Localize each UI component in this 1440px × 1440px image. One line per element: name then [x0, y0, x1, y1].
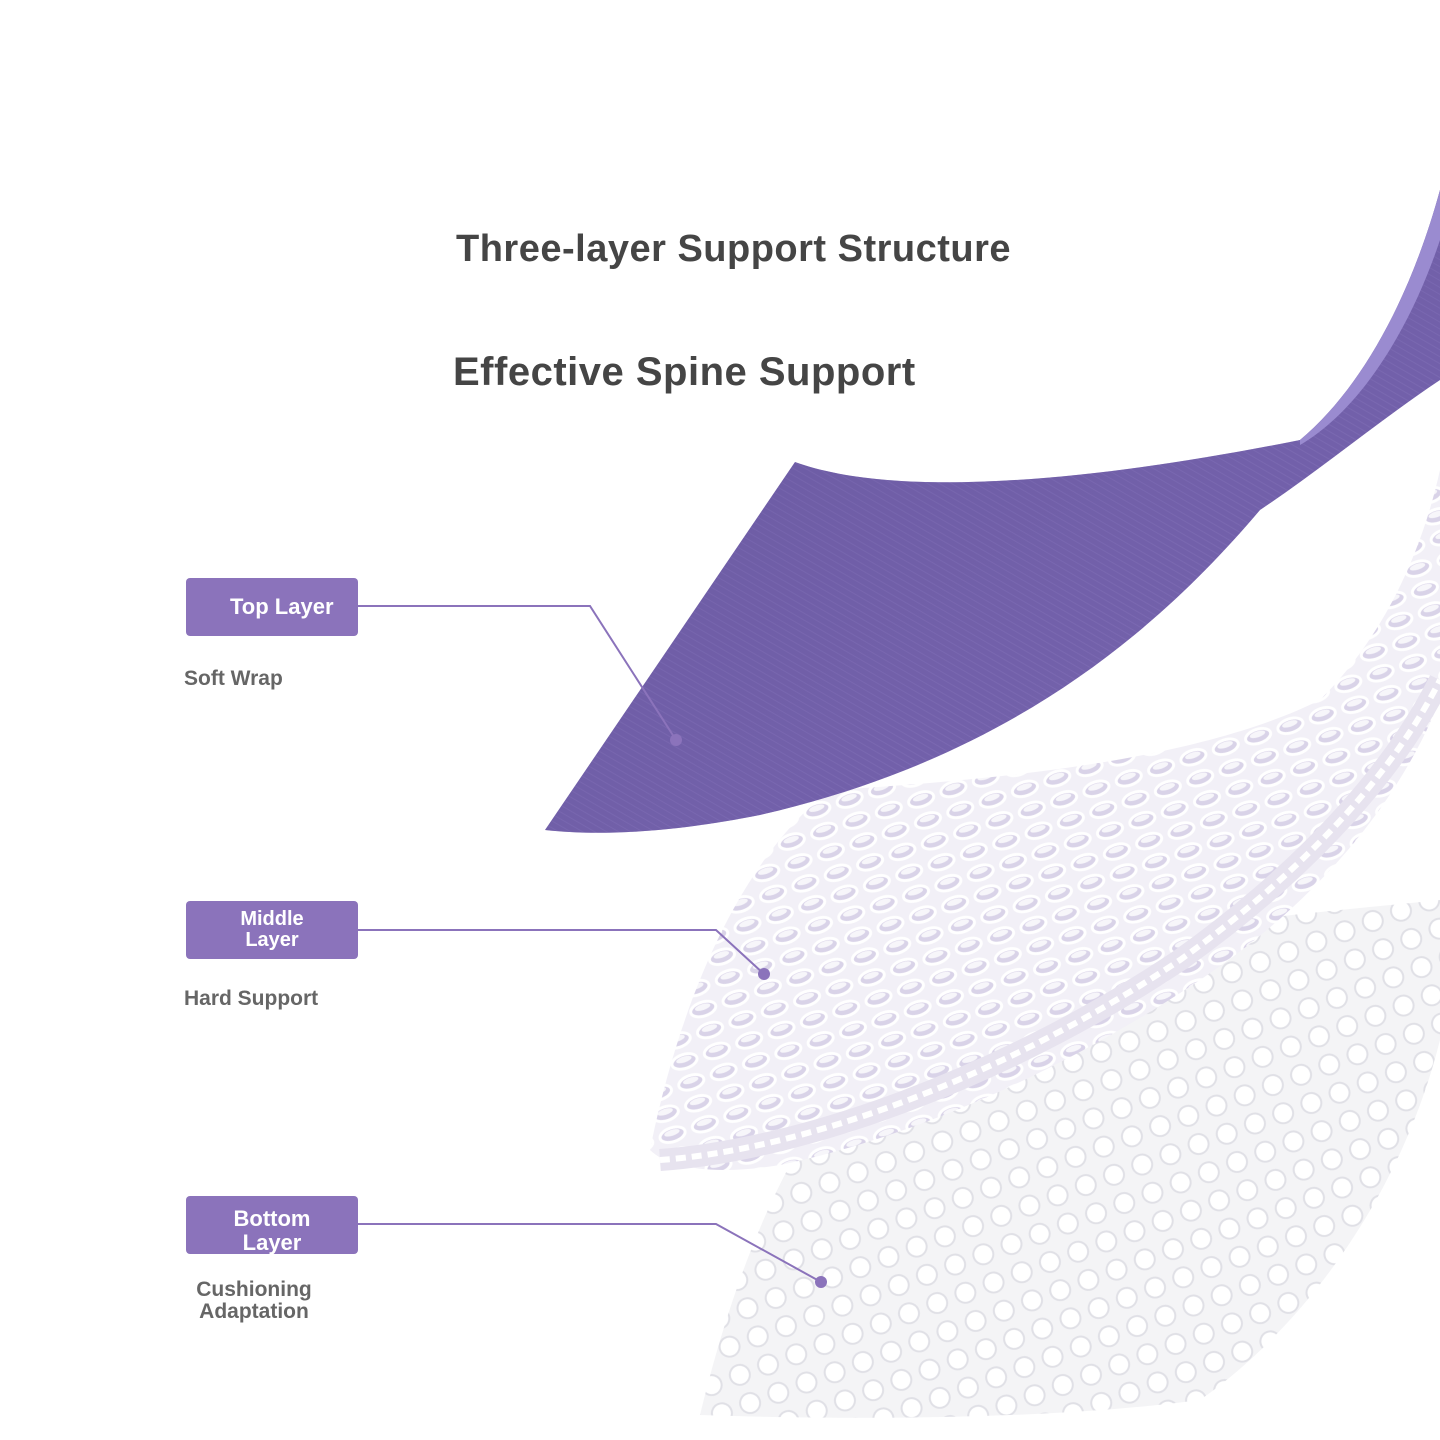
bottom-layer-shape: [700, 900, 1440, 1418]
top-layer-badge: Top Layer: [186, 578, 358, 636]
middle-layer-description: Hard Support: [184, 987, 319, 1010]
middle-layer-shape: [650, 470, 1440, 1170]
page-subtitle: Effective Spine Support: [453, 350, 916, 394]
bottom-layer-description: Cushioning Adaptation: [196, 1278, 312, 1323]
leader-line-middle: [358, 929, 770, 980]
leader-line-top: [358, 605, 682, 746]
page-title: Three-layer Support Structure: [456, 228, 1012, 270]
bottom-layer-badge: Bottom Layer: [186, 1196, 358, 1254]
leader-line-bottom: [358, 1223, 827, 1288]
middle-layer-badge: Middle Layer: [186, 901, 358, 959]
top-layer-description: Soft Wrap: [184, 667, 283, 690]
